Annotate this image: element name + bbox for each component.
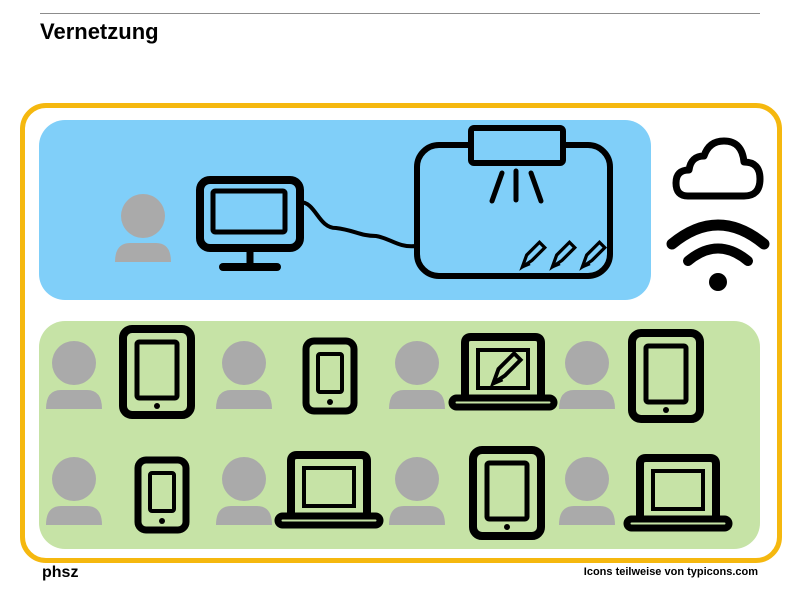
person-icon	[214, 339, 274, 415]
person-icon	[44, 339, 104, 415]
laptop-icon	[622, 451, 734, 537]
cloud-icon	[672, 136, 766, 202]
slide-title: Vernetzung	[40, 19, 159, 44]
footer-logo-text: phsz	[42, 564, 79, 581]
person-icon	[387, 339, 447, 415]
person-icon	[44, 455, 104, 531]
footer-credit: Icons teilweise von typicons.com	[583, 566, 758, 578]
network-frame	[20, 103, 782, 563]
person-icon	[557, 339, 617, 415]
pencil-icon	[546, 238, 578, 270]
pencil-icon	[576, 238, 608, 270]
person-icon	[113, 192, 173, 268]
wifi-icon	[666, 216, 770, 294]
laptop-icon	[273, 448, 385, 534]
tablet-icon	[116, 322, 198, 422]
top-divider	[40, 13, 760, 14]
projector-whiteboard-icon	[412, 124, 617, 284]
tablet-icon	[466, 443, 548, 543]
smartphone-icon	[131, 453, 193, 537]
laptop-pencil-icon	[447, 330, 559, 416]
smartphone-icon	[299, 334, 361, 418]
person-icon	[214, 455, 274, 531]
pencil-icon	[516, 238, 548, 270]
tablet-icon	[625, 326, 707, 426]
monitor-icon	[195, 175, 307, 275]
person-icon	[387, 455, 447, 531]
person-icon	[557, 455, 617, 531]
cable-icon	[298, 198, 418, 258]
